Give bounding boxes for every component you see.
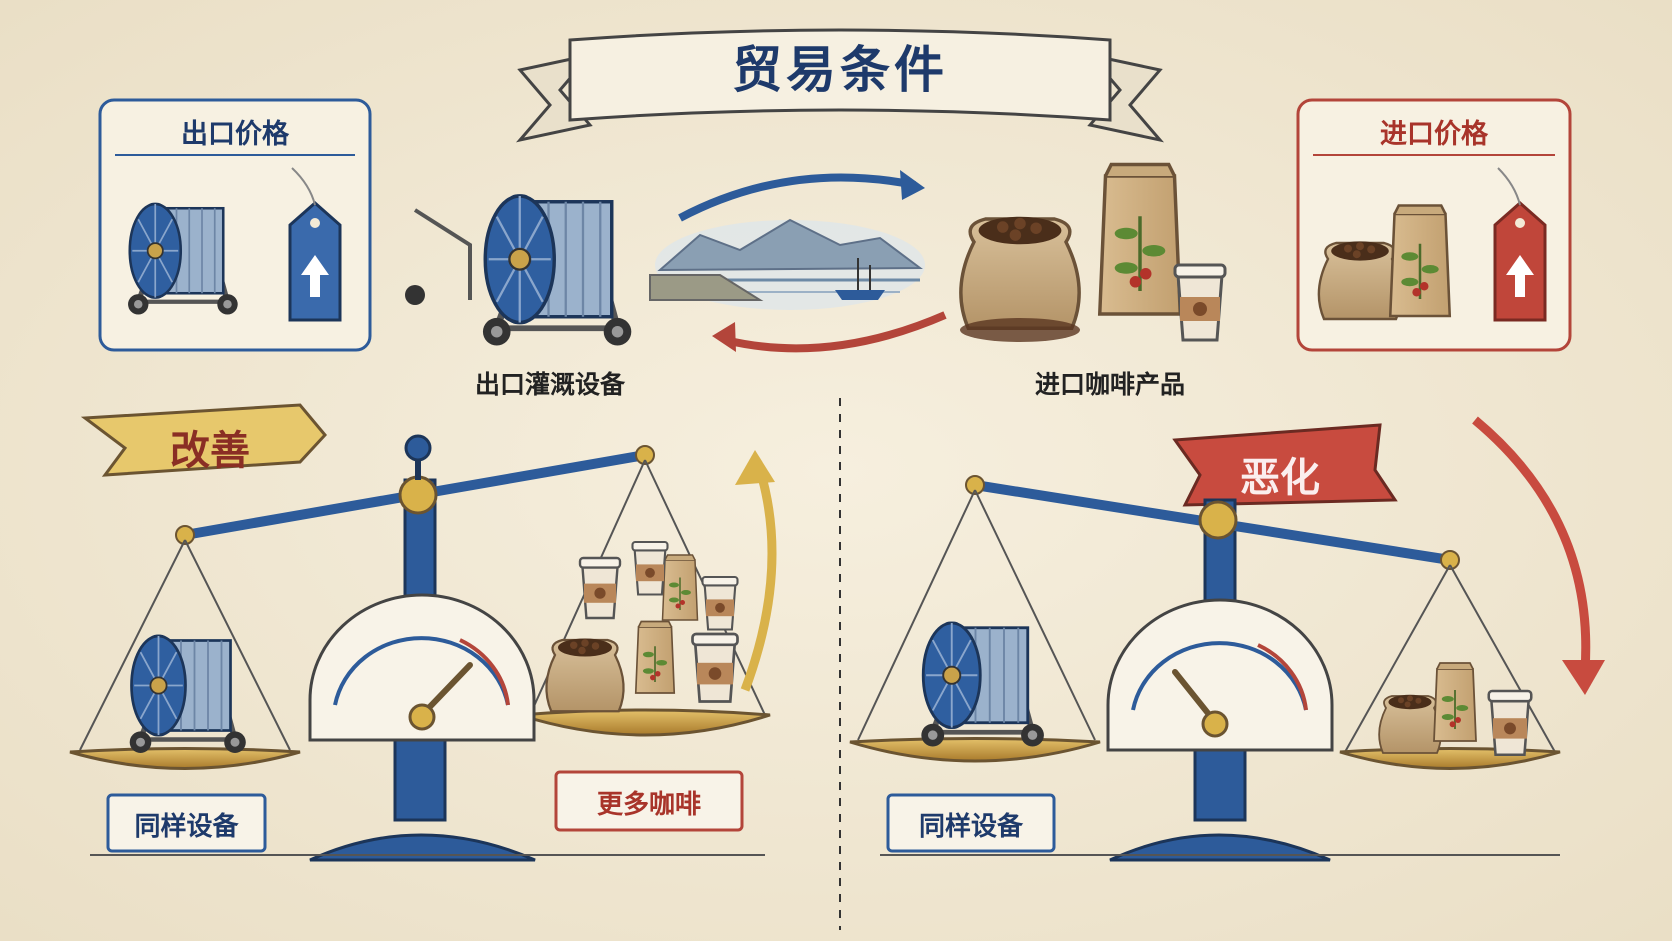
import-arrow (712, 311, 947, 353)
coffee-bag-icon (1433, 662, 1477, 742)
balance-scale-improve (69, 434, 771, 862)
balance-scale-worsen (849, 475, 1561, 862)
coffee-cup-icon (701, 575, 739, 631)
import-coffee-illustration (959, 162, 1227, 342)
coffee-sack-icon (1317, 240, 1403, 321)
same-equipment-tag-left (106, 793, 267, 853)
price-tag-up-icon (1493, 201, 1547, 322)
coffee-cup-icon (578, 556, 622, 620)
coffee-sack-icon (959, 214, 1081, 330)
same-equipment-label-left: 同样设备 (134, 812, 239, 842)
coffee-bag-icon (661, 554, 699, 621)
improve-arrow-icon (735, 450, 777, 692)
same-equipment-label-right: 同样设备 (918, 812, 1023, 842)
coffee-bag-icon (634, 620, 676, 694)
coffee-bag-icon (1388, 204, 1452, 318)
improve-banner (80, 403, 327, 477)
import-price-box (1296, 98, 1572, 352)
more-coffee-label: 更多咖啡 (596, 790, 701, 820)
coffee-sack-icon (1378, 693, 1442, 754)
gauge-icon (1106, 598, 1334, 752)
title-banner (515, 28, 1165, 143)
coffee-cup-icon (691, 632, 739, 703)
worsen-banner-label: 恶化 (1240, 455, 1320, 501)
gauge-icon (308, 593, 536, 742)
price-tag-up-icon (288, 201, 342, 322)
import-caption: 进口咖啡产品 (1034, 370, 1185, 399)
export-price-box (98, 98, 372, 352)
export-caption: 出口灌溉设备 (474, 370, 625, 399)
page-title: 贸易条件 (732, 41, 948, 99)
worsen-banner (1172, 423, 1398, 507)
worsen-arrow-icon (1472, 416, 1605, 695)
coffee-cup-icon (1173, 263, 1227, 342)
harbor-scene (649, 218, 925, 310)
improve-banner-label: 改善 (170, 428, 250, 474)
same-equipment-tag-right (886, 793, 1056, 853)
ship-icon (835, 258, 885, 300)
export-equipment-illustration (405, 196, 631, 346)
coffee-bag-icon (1098, 162, 1182, 316)
coffee-cup-icon (631, 540, 669, 596)
export-arrow (678, 170, 925, 222)
more-coffee-tag (554, 770, 744, 832)
import-price-label: 进口价格 (1380, 119, 1488, 150)
export-price-label: 出口价格 (181, 119, 289, 150)
coffee-cup-icon (1487, 689, 1533, 757)
coffee-sack-icon (545, 637, 625, 713)
